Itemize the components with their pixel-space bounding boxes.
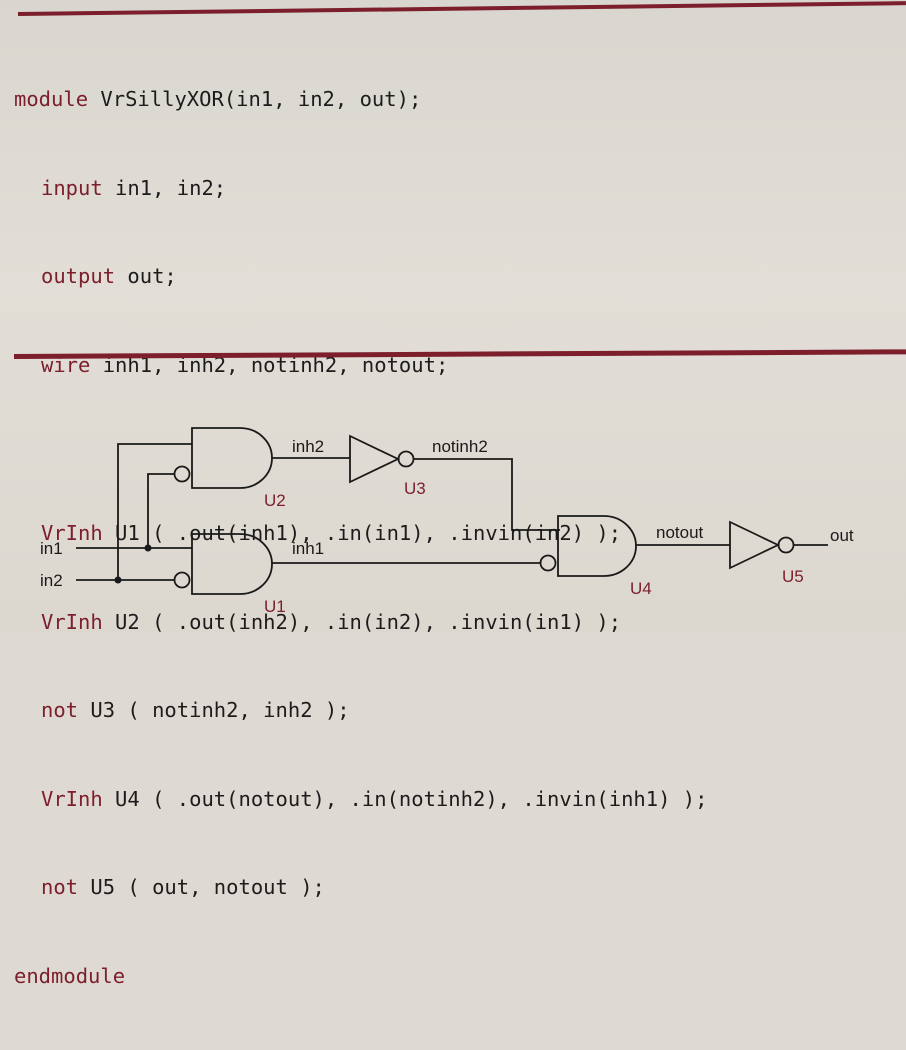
u4-and-gate: [557, 515, 637, 577]
label-notout: notout: [656, 523, 704, 542]
u2-and-gate: [191, 427, 273, 489]
u4-instance: U4 ( .out(notout), .in(notinh2), .invin(…: [102, 786, 708, 811]
code-line-endmodule: endmodule: [14, 962, 707, 992]
code-line-output: output out;: [14, 262, 707, 292]
keyword-output: output: [41, 264, 116, 288]
keyword-input: input: [41, 175, 103, 200]
u3-instance: U3 ( notinh2, inh2 );: [78, 698, 350, 722]
label-notinh2: notinh2: [432, 437, 488, 456]
code-line-u5: not U5 ( out, notout );: [14, 873, 707, 903]
keyword-vrinh-u4: VrInh: [41, 786, 103, 811]
wire-notinh2: [414, 458, 560, 531]
keyword-vrinh-u2: VrInh: [41, 609, 103, 634]
wire-in2-to-u2: [117, 443, 192, 580]
code-line-u1: VrInh U1 ( .out(inh1), .in(in1), .invin(…: [14, 519, 707, 549]
keyword-not-u3: not: [41, 698, 79, 722]
keyword-vrinh-u1: VrInh: [41, 521, 103, 545]
label-u3: U3: [404, 479, 426, 498]
u5-inverting-bubble: [777, 536, 795, 554]
top-rule: [17, 1, 906, 16]
keyword-not-u5: not: [41, 875, 79, 899]
u5-instance: U5 ( out, notout );: [78, 875, 325, 899]
label-u2: U2: [264, 491, 286, 510]
label-u5: U5: [782, 567, 804, 586]
junction-in1: [144, 544, 152, 552]
label-in2: in2: [40, 571, 63, 590]
u3-not-gate: [349, 434, 401, 484]
u4-inverting-bubble: [539, 554, 557, 572]
label-u4: U4: [630, 579, 652, 598]
u1-instance: U1 ( .out(inh1), .in(in1), .invin(in2) )…: [102, 521, 622, 545]
code-line-input: input in1, in2;: [14, 174, 707, 204]
label-out: out: [830, 526, 854, 545]
code-line-u2: VrInh U2 ( .out(inh2), .in(in2), .invin(…: [14, 608, 707, 638]
label-inh1: inh1: [292, 539, 324, 558]
label-in1: in1: [40, 539, 63, 558]
keyword-module: module: [14, 87, 89, 111]
output-declaration: out;: [115, 264, 177, 288]
keyword-endmodule: endmodule: [14, 963, 126, 988]
u2-instance: U2 ( .out(inh2), .in(in2), .invin(in1) )…: [102, 609, 622, 634]
module-declaration: VrSillyXOR(in1, in2, out);: [88, 87, 422, 111]
textbook-page: module VrSillyXOR(in1, in2, out); input …: [0, 0, 906, 988]
u2-inverting-bubble: [173, 465, 191, 483]
u1-inverting-bubble: [173, 571, 191, 589]
u3-inverting-bubble: [397, 450, 415, 468]
label-inh2: inh2: [292, 437, 324, 456]
u5-not-gate: [729, 520, 781, 570]
u1-and-gate: [191, 533, 273, 595]
label-u1: U1: [264, 597, 286, 616]
input-declaration: in1, in2;: [102, 175, 227, 200]
code-line-module: module VrSillyXOR(in1, in2, out);: [14, 85, 707, 115]
wire-in1-to-u2: [147, 473, 174, 548]
code-line-u3: not U3 ( notinh2, inh2 );: [14, 696, 707, 726]
logic-circuit-diagram: in1 in2 inh2 notinh2 inh1 notout out U2 …: [40, 427, 854, 616]
junction-in2: [114, 576, 122, 584]
code-line-u4: VrInh U4 ( .out(notout), .in(notinh2), .…: [14, 785, 707, 815]
